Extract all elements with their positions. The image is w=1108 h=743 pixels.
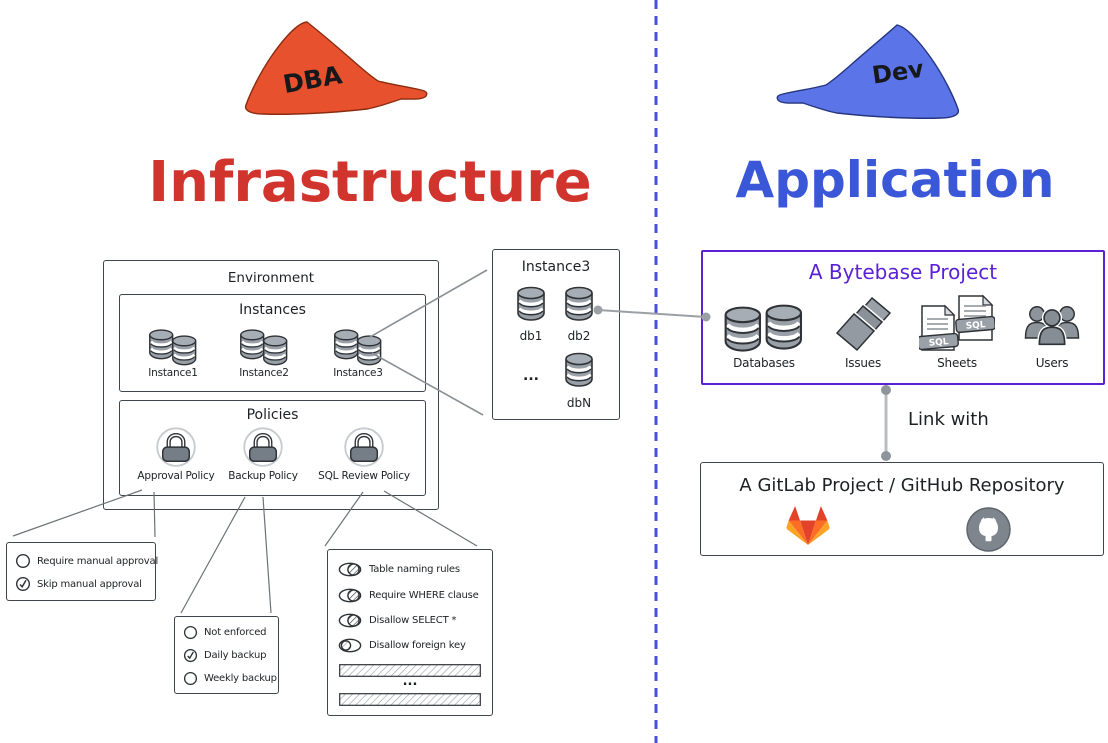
backup-policy: Backup Policy (207, 426, 319, 482)
radio-checked-icon (183, 648, 198, 663)
bytebase-databases: Databases (709, 292, 819, 370)
dev-hat: Dev (776, 24, 960, 119)
database-icon (516, 285, 546, 322)
instance-3: Instance3 (310, 325, 406, 379)
sql-rule-3: Disallow SELECT * (337, 613, 456, 628)
hatched-bar (339, 664, 481, 677)
db2-label: db2 (567, 329, 591, 343)
policies-box: Policies Approval Policy Backup Policy (119, 400, 426, 496)
lock-icon (243, 427, 283, 467)
backup-option-3: Weekly backup (183, 671, 277, 686)
approval-option-2-label: Skip manual approval (37, 578, 142, 590)
sql-review-policy: SQL Review Policy (308, 426, 420, 482)
backup-option-2: Daily backup (183, 648, 266, 663)
sheets-icon: SQL SQL (919, 294, 995, 351)
sql-rule-2: Require WHERE clause (337, 588, 479, 603)
lock-icon (156, 427, 196, 467)
database-stack-icon (239, 328, 289, 367)
link-with-label: Link with (908, 409, 989, 430)
bytebase-project-title: A Bytebase Project (808, 260, 998, 284)
db1-label: db1 (519, 329, 543, 343)
sql-rule-1: Table naming rules (337, 562, 460, 577)
database-icon (564, 285, 594, 322)
toggle-off-icon (338, 638, 362, 653)
radio-icon (183, 671, 198, 686)
databases-label: Databases (733, 356, 795, 370)
sql-rule-1-label: Table naming rules (369, 564, 460, 575)
radio-icon (15, 553, 31, 569)
issues-label: Issues (844, 356, 882, 370)
database-stack-icon (333, 328, 383, 367)
sql-rule-4-label: Disallow foreign key (369, 640, 466, 651)
approval-options-box: Require manual approval Skip manual appr… (6, 542, 158, 601)
radio-checked-icon (15, 576, 31, 592)
backup-option-1-label: Not enforced (204, 627, 267, 638)
sql-badge: SQL (928, 337, 949, 349)
sql-review-rules-box: Table naming rules Require WHERE clause … (327, 549, 493, 716)
toggle-on-icon (338, 562, 362, 577)
instances-box: Instances Instance1 Instance2 Instance3 (119, 294, 426, 392)
backup-option-1: Not enforced (183, 625, 267, 640)
repo-box: A GitLab Project / GitHub Repository (700, 462, 1104, 556)
backup-policy-label: Backup Policy (228, 470, 298, 482)
toggle-on-icon (338, 588, 362, 603)
gitlab-icon (786, 506, 830, 545)
sql-rule-4: Disallow foreign key (337, 638, 466, 653)
backup-option-3-label: Weekly backup (204, 673, 277, 684)
bytebase-issues: Issues (808, 292, 918, 370)
instances-label: Instances (239, 302, 306, 318)
approval-option-1-label: Require manual approval (37, 555, 159, 567)
instance3-detail-title: Instance3 (521, 259, 591, 275)
radio-icon (183, 625, 198, 640)
bytebase-users: Users (997, 292, 1107, 370)
sql-rule-3-label: Disallow SELECT * (369, 615, 457, 626)
sheets-label: Sheets (937, 356, 977, 370)
repo-title: A GitLab Project / GitHub Repository (739, 475, 1065, 496)
instance-1-label: Instance1 (148, 367, 198, 379)
policies-label: Policies (246, 407, 299, 423)
sql-badge: SQL (965, 320, 986, 332)
users-icon (1024, 306, 1080, 354)
approval-option-1: Require manual approval (15, 553, 158, 569)
instance3-detail-box: Instance3 db1 db2 ... dbN (492, 249, 620, 420)
instance-2: Instance2 (216, 325, 312, 379)
sql-review-policy-label: SQL Review Policy (318, 470, 410, 482)
lock-icon (344, 427, 384, 467)
database-stack-icon (148, 328, 198, 367)
github-icon (966, 507, 1011, 552)
instance-3-label: Instance3 (333, 367, 383, 379)
approval-option-2: Skip manual approval (15, 576, 142, 592)
bytebase-sheets: SQL SQL Sheets (902, 292, 1012, 370)
hatched-bar (339, 693, 481, 706)
approval-policy-label: Approval Policy (137, 470, 215, 482)
dbn-label: dbN (566, 396, 592, 410)
application-title: Application (735, 151, 1055, 209)
db-ellipsis: ... (523, 368, 539, 384)
approval-policy: Approval Policy (120, 426, 232, 482)
backup-option-2-label: Daily backup (204, 650, 267, 661)
backup-options-box: Not enforced Daily backup Weekly backup (174, 616, 279, 694)
sql-rule-2-label: Require WHERE clause (369, 590, 479, 601)
instance-1: Instance1 (125, 325, 221, 379)
dba-hat: DBA (244, 21, 428, 115)
environment-label: Environment (227, 270, 315, 286)
toggle-on-icon (338, 613, 362, 628)
bytebase-project-box: A Bytebase Project Databases Iss (701, 250, 1105, 385)
users-label: Users (1035, 356, 1069, 370)
issues-icon (834, 296, 892, 354)
databases-icon (722, 300, 806, 354)
sql-rules-ellipsis: ... (402, 674, 418, 689)
instance-2-label: Instance2 (239, 367, 289, 379)
database-icon (564, 351, 594, 388)
infrastructure-title: Infrastructure (148, 150, 592, 215)
